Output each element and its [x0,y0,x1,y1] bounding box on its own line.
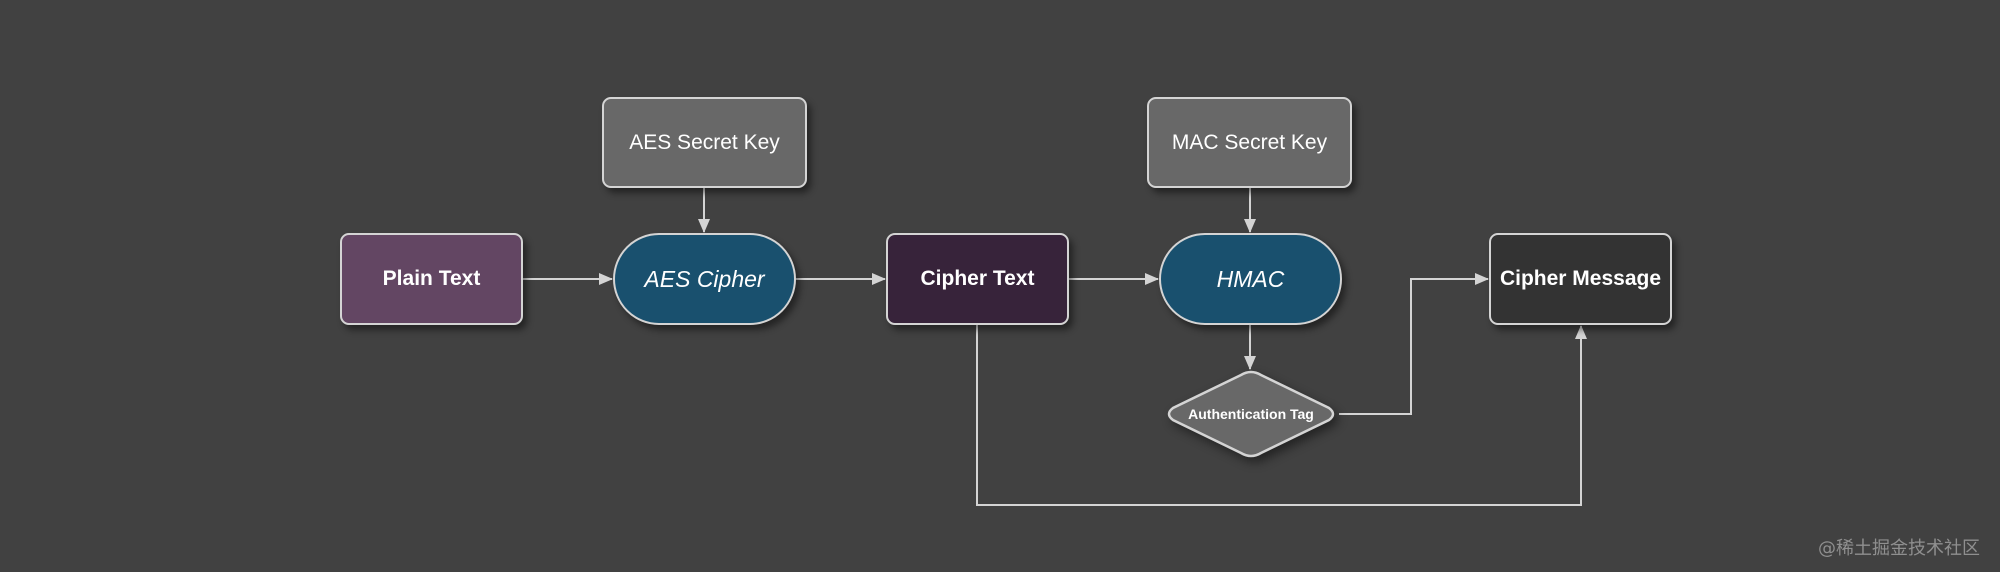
watermark: @稀土掘金技术社区 [1818,538,1980,559]
mac-secret-key-label: MAC Secret Key [1171,130,1328,154]
authentication-tag-diamond [1167,370,1335,458]
aes-cipher-node: AES Cipher [613,233,796,325]
cipher-message-label: Cipher Message [1499,267,1662,290]
hmac-node: HMAC [1159,233,1342,325]
hmac-label: HMAC [1216,265,1285,292]
cipher-text-label: Cipher Text [920,267,1035,290]
cipher-text-node: Cipher Text [886,233,1069,325]
plain-text-label: Plain Text [382,267,481,290]
mac-secret-key-node: MAC Secret Key [1147,97,1352,188]
aes-secret-key-node: AES Secret Key [602,97,807,188]
edge-auth-tag-to-cipher-message [1339,273,1489,415]
authentication-tag-label: Authentication Tag [1188,406,1314,422]
aes-cipher-label: AES Cipher [644,265,765,292]
aes-secret-key-label: AES Secret Key [629,130,780,154]
edge-cipher-text-to-cipher-message [976,325,1587,506]
cipher-message-node: Cipher Message [1489,233,1672,325]
authentication-tag-node: Authentication Tag [1163,370,1339,458]
plain-text-node: Plain Text [340,233,523,325]
